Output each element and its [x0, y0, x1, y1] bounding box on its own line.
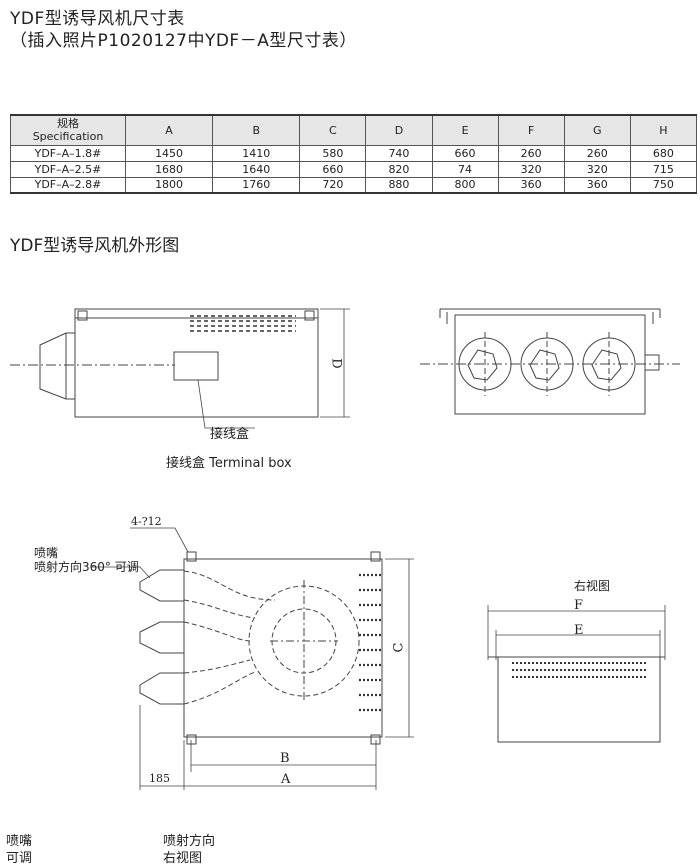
value-cell: 1680 — [124, 160, 214, 178]
dim-e-label: E — [574, 623, 584, 638]
value-cell: 1410 — [212, 144, 301, 162]
table-row: YDF–A–2.8# 1800 1760 720 880 800 360 360… — [10, 176, 698, 194]
value-cell: 720 — [299, 176, 367, 194]
value-cell: 715 — [629, 160, 698, 178]
dim-c-label: C — [391, 642, 407, 653]
table-header-row: 规格 Specification A B C D E F G H — [10, 114, 698, 146]
column-header: E — [431, 114, 499, 146]
page-subtitle: （插入照片P1020127中YDF－A型尺寸表） — [10, 31, 357, 51]
dimension-table: 规格 Specification A B C D E F G H YDF–A–1… — [10, 114, 698, 194]
dim-b-label: B — [280, 751, 290, 766]
page-title: YDF型诱导风机尺寸表 — [10, 9, 185, 29]
value-cell: 260 — [497, 144, 565, 162]
value-cell: 800 — [431, 176, 499, 194]
holes-label: 4-?12 — [131, 515, 162, 528]
spec-header-en: Specification — [32, 130, 104, 144]
dim-d-label: D — [328, 358, 344, 369]
footer-right-line2: 右视图 — [163, 851, 203, 866]
dim-f-label: F — [574, 598, 584, 613]
value-cell: 880 — [365, 176, 433, 194]
value-cell: 1800 — [124, 176, 214, 194]
column-header: G — [563, 114, 631, 146]
value-cell: 1450 — [124, 144, 214, 162]
value-cell: 260 — [563, 144, 631, 162]
side-view-drawing — [420, 308, 680, 415]
nozzle-label: 喷嘴 — [34, 546, 59, 560]
front-view-drawing — [10, 308, 350, 429]
plan-view-drawing — [92, 527, 414, 790]
right-view-drawing — [487, 605, 666, 743]
nozzle-direction-label: 喷射方向360° 可调 — [34, 560, 139, 574]
value-cell: 750 — [629, 176, 698, 194]
spec-header-cn: 规格 — [57, 117, 79, 131]
value-cell: 1760 — [212, 176, 301, 194]
spec-column-header: 规格 Specification — [10, 114, 126, 146]
footer-right-line1: 喷射方向 — [163, 834, 216, 849]
spec-cell: YDF–A–1.8# — [10, 144, 126, 162]
junction-box-label: 接线盒 — [210, 427, 250, 442]
footer-left-line1: 喷嘴 — [6, 834, 33, 849]
section-title: YDF型诱导风机外形图 — [10, 236, 180, 256]
value-cell: 660 — [431, 144, 499, 162]
right-view-label: 右视图 — [574, 579, 611, 593]
junction-box-caption: 接线盒 Terminal box — [166, 456, 292, 471]
footer-left-line2: 可调 — [6, 851, 33, 866]
table-row: YDF–A–1.8# 1450 1410 580 740 660 260 260… — [10, 144, 698, 162]
spec-cell: YDF–A–2.8# — [10, 176, 126, 194]
dim-185-label: 185 — [149, 772, 170, 785]
dim-a-label: A — [281, 772, 291, 787]
